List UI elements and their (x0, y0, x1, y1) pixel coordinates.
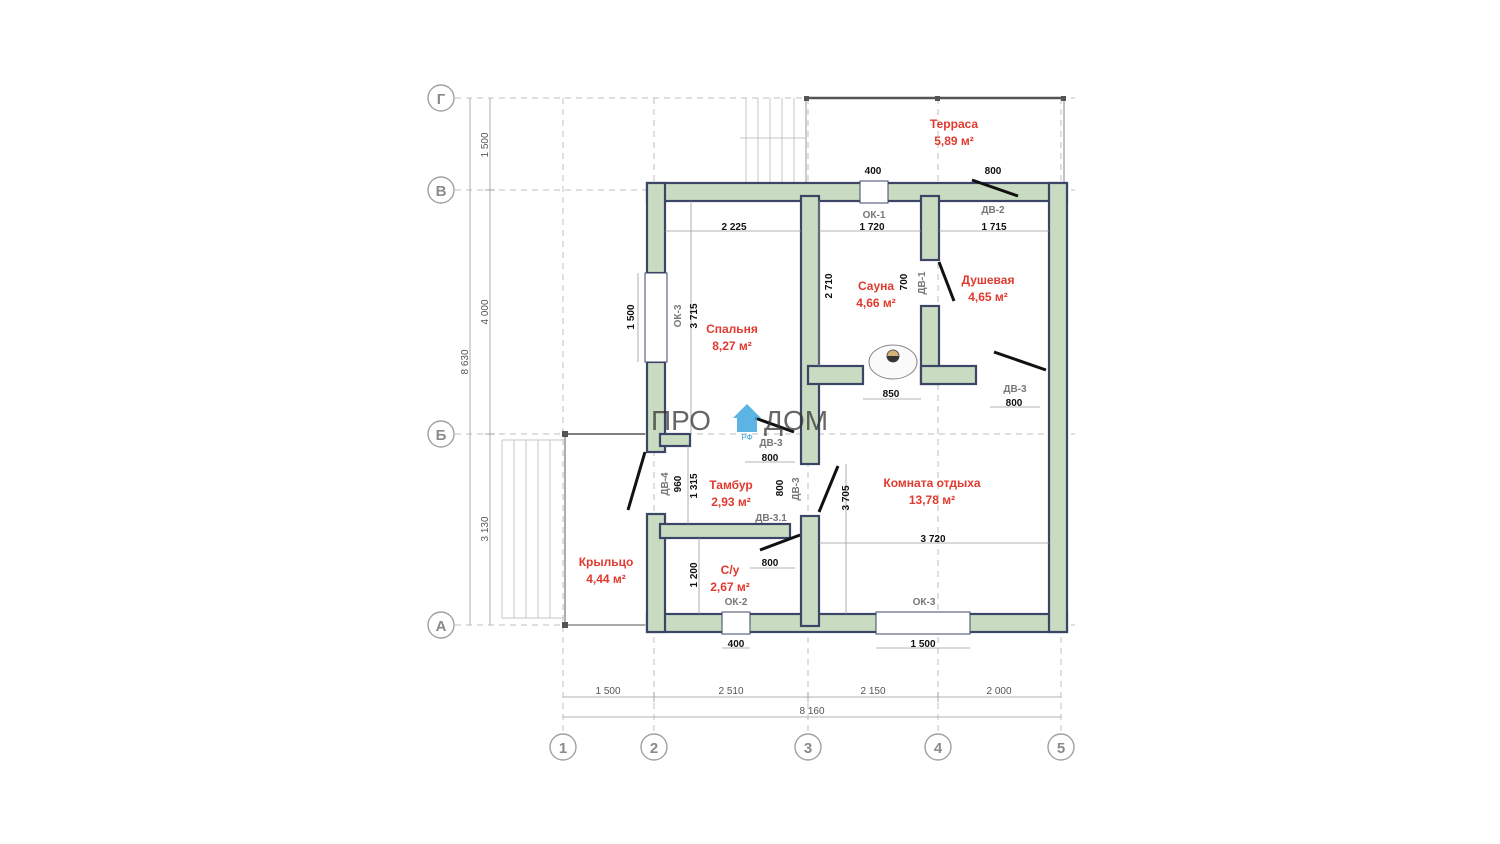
room-name: Спальня (706, 322, 758, 336)
dim-h-3130: 3 130 (480, 516, 491, 541)
room-area: 2,93 м² (711, 495, 751, 509)
logo-watermark: ПРО РФ ДОМ (651, 404, 828, 442)
room-bedroom: Спальня 8,27 м² (706, 322, 758, 353)
dim-sauna-850: 850 (883, 389, 900, 400)
axis-label-a: А (436, 618, 447, 635)
dim-sauna-2710: 2 710 (824, 273, 835, 298)
room-area: 4,65 м² (968, 290, 1008, 304)
porch-outline (562, 431, 645, 628)
dim-vest-960: 960 (673, 475, 684, 492)
room-area: 8,27 м² (712, 339, 752, 353)
room-area: 13,78 м² (909, 493, 955, 507)
room-terrace: Терраса 5,89 м² (930, 117, 979, 148)
porch-stairs (501, 439, 565, 619)
dim-bed-3715: 3 715 (689, 303, 700, 328)
dim-h-8630: 8 630 (460, 349, 471, 374)
dim-wc-800: 800 (762, 558, 779, 569)
dim-bot-400: 400 (728, 639, 745, 650)
room-area: 4,44 м² (586, 572, 626, 586)
dim-total-8160: 8 160 (799, 706, 824, 717)
dim-rest-3720: 3 720 (920, 534, 945, 545)
room-area: 5,89 м² (934, 134, 974, 148)
dim-c-2150: 2 150 (860, 686, 885, 697)
axis-label-2: 2 (650, 740, 658, 757)
logo-text-right: ДОМ (764, 405, 828, 436)
door-dv2 (971, 178, 1019, 198)
dim-h-1500: 1 500 (480, 132, 491, 157)
tag-dv4: ДВ-4 (660, 472, 671, 496)
dim-top-800: 800 (985, 166, 1002, 177)
tag-ok3-bottom: ОК-3 (913, 597, 936, 608)
room-vestibule: Тамбур 2,93 м² (709, 478, 753, 509)
door-dv3-vert (817, 465, 840, 513)
tag-ok2: ОК-2 (725, 597, 748, 608)
axis-label-g: Г (437, 91, 446, 108)
dim-c-2000: 2 000 (986, 686, 1011, 697)
room-rest: Комната отдыха 13,78 м² (883, 476, 980, 507)
door-dv3-center (754, 416, 795, 434)
dim-shower-1715: 1 715 (981, 222, 1006, 233)
dim-vest-800: 800 (762, 453, 779, 464)
room-area: 2,67 м² (710, 580, 750, 594)
terrace-outline (804, 96, 1066, 186)
axis-cols: 1 2 3 4 5 (549, 733, 1075, 761)
dim-left-1500: 1 500 (626, 304, 637, 329)
axis-label-4: 4 (934, 740, 943, 757)
windows (644, 180, 971, 635)
tag-dv3-center: ДВ-3 (759, 438, 783, 449)
logo-text-left: ПРО (651, 405, 711, 436)
door-dv31 (759, 533, 801, 552)
house-icon (733, 404, 761, 432)
tag-dv31: ДВ-3.1 (755, 513, 787, 524)
logo-sub-text: РФ (741, 433, 752, 442)
room-porch: Крыльцо 4,44 м² (579, 555, 634, 586)
dim-top-400: 400 (865, 166, 882, 177)
axis-label-5: 5 (1057, 740, 1065, 757)
dim-vest-800v: 800 (775, 479, 786, 496)
terrace-stairs (740, 98, 806, 182)
room-name: С/у (721, 563, 740, 577)
axis-label-1: 1 (559, 740, 567, 757)
tag-dv1: ДВ-1 (917, 271, 928, 295)
room-sauna: Сауна 4,66 м² (856, 279, 896, 310)
outer-dimension-lines (469, 98, 1061, 718)
room-name: Душевая (962, 273, 1015, 287)
dim-bot-1500: 1 500 (910, 639, 935, 650)
axis-label-3: 3 (804, 740, 812, 757)
dim-wc-1200: 1 200 (689, 562, 700, 587)
axis-label-b: Б (436, 427, 447, 444)
dim-sauna-1720: 1 720 (859, 222, 884, 233)
dim-rest-3705: 3 705 (841, 485, 852, 510)
room-area: 4,66 м² (856, 296, 896, 310)
dim-bed-2225: 2 225 (721, 222, 746, 233)
doors (626, 178, 1047, 552)
tag-ok1: ОК-1 (863, 210, 886, 221)
door-dv1 (937, 261, 956, 302)
room-wc: С/у 2,67 м² (710, 563, 750, 594)
tag-ok3-left: ОК-3 (673, 304, 684, 327)
room-name: Тамбур (709, 478, 753, 492)
room-name: Комната отдыха (883, 476, 980, 490)
room-name: Сауна (858, 279, 894, 293)
stove-icon (868, 344, 918, 380)
inner-dimension-lines (637, 201, 1049, 649)
room-shower: Душевая 4,65 м² (962, 273, 1015, 304)
tag-dv3-vert: ДВ-3 (791, 477, 802, 501)
tag-dv3-right: ДВ-3 (1003, 384, 1027, 395)
axis-rows: Г В Б А (427, 84, 455, 639)
dim-c-2510: 2 510 (718, 686, 743, 697)
axis-label-v: В (436, 183, 447, 200)
dim-c-1500: 1 500 (595, 686, 620, 697)
tag-dv2: ДВ-2 (981, 205, 1005, 216)
room-name: Терраса (930, 117, 979, 131)
dim-dv3-800: 800 (1006, 398, 1023, 409)
room-name: Крыльцо (579, 555, 634, 569)
dim-h-4000: 4 000 (480, 299, 491, 324)
dim-vest-1315: 1 315 (689, 473, 700, 498)
dim-sauna-700: 700 (899, 273, 910, 290)
door-dv4 (626, 451, 647, 511)
door-dv3-right (993, 350, 1047, 372)
